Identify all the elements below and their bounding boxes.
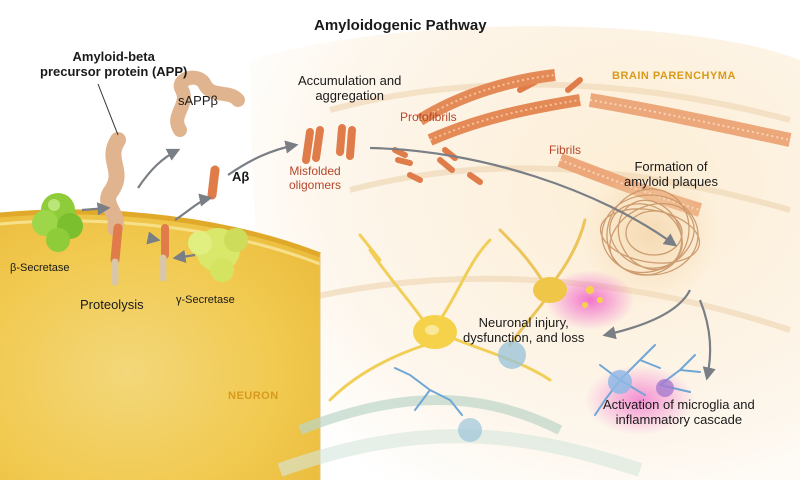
microglia-cell-3 bbox=[498, 341, 526, 369]
abeta-label: Aβ bbox=[232, 169, 250, 184]
abeta-peptide bbox=[207, 165, 220, 200]
sapp-beta-illustration bbox=[170, 70, 245, 137]
proteolysis-label: Proteolysis bbox=[80, 297, 144, 312]
microglia-cell-4 bbox=[458, 418, 482, 442]
accumulation-line-2: aggregation bbox=[315, 87, 384, 103]
amyloid-plaque-illustration bbox=[599, 188, 701, 276]
scattered-oligomers bbox=[392, 77, 583, 185]
arrow-app-to-cleaved bbox=[146, 231, 161, 245]
arrow-to-microglia bbox=[698, 299, 716, 381]
microglia-label: Activation of microglia and inflammatory… bbox=[603, 397, 755, 428]
arrow-gamma-to-cleaved bbox=[172, 249, 196, 263]
neuronal-line-1: Neuronal injury, bbox=[478, 315, 569, 330]
injury-glow bbox=[545, 270, 635, 330]
neuronal-line-2: dysfunction, and loss bbox=[463, 329, 585, 345]
microglia-line-1: Activation of microglia and bbox=[603, 397, 755, 412]
plaques-label: Formation of amyloid plaques bbox=[624, 159, 718, 190]
arrow-to-plaques bbox=[369, 146, 678, 247]
arrow-to-abeta bbox=[174, 193, 213, 221]
app-protein-illustration bbox=[100, 132, 126, 286]
misfolded-oligomers-label: Misfolded oligomers bbox=[289, 164, 342, 193]
accumulation-line-1: Accumulation and bbox=[298, 73, 402, 88]
app-label: Amyloid-beta precursor protein (APP) bbox=[40, 49, 188, 80]
neuronal-injury-label: Neuronal injury, dysfunction, and loss bbox=[463, 315, 585, 346]
pathway-arrows bbox=[81, 140, 716, 381]
sapp-beta-label: sAPPβ bbox=[178, 93, 218, 108]
misfolded-line-1: Misfolded bbox=[289, 164, 341, 178]
microglia-line-2: inflammatory cascade bbox=[615, 411, 743, 427]
misfolded-line-2: oligomers bbox=[289, 177, 342, 192]
gamma-secretase-label: γ-Secretase bbox=[176, 294, 235, 306]
neuron-body bbox=[0, 211, 320, 480]
accumulation-label: Accumulation and aggregation bbox=[298, 73, 402, 104]
plaques-line-1: Formation of bbox=[634, 159, 708, 174]
protofibrils-label: Protofibrils bbox=[400, 110, 457, 124]
gamma-secretase-illustration bbox=[188, 228, 248, 282]
brain-parenchyma-label: BRAIN PARENCHYMA bbox=[612, 70, 736, 82]
app-label-line-2: precursor protein (APP) bbox=[40, 63, 188, 79]
app-label-line-1: Amyloid-beta bbox=[72, 49, 155, 64]
beta-secretase-illustration bbox=[32, 193, 83, 252]
diagram-title: Amyloidogenic Pathway bbox=[314, 17, 487, 34]
microglia-cell-1 bbox=[608, 370, 632, 394]
fibrils-label: Fibrils bbox=[549, 143, 581, 157]
arrow-beta-to-app bbox=[81, 202, 111, 216]
plaques-line-2: amyloid plaques bbox=[624, 173, 718, 189]
parenchyma-background bbox=[250, 26, 800, 480]
cleaved-app bbox=[159, 224, 169, 282]
arrow-to-neuronal-injury bbox=[602, 289, 691, 340]
misfolded-oligomers-illustration bbox=[302, 124, 356, 164]
beta-secretase-label: β-Secretase bbox=[10, 262, 70, 274]
arrow-abeta-to-oligomers bbox=[227, 140, 299, 176]
microglia-cell-2 bbox=[656, 379, 674, 397]
neuron-label: NEURON bbox=[228, 390, 279, 402]
arrow-to-sapp bbox=[137, 148, 181, 189]
